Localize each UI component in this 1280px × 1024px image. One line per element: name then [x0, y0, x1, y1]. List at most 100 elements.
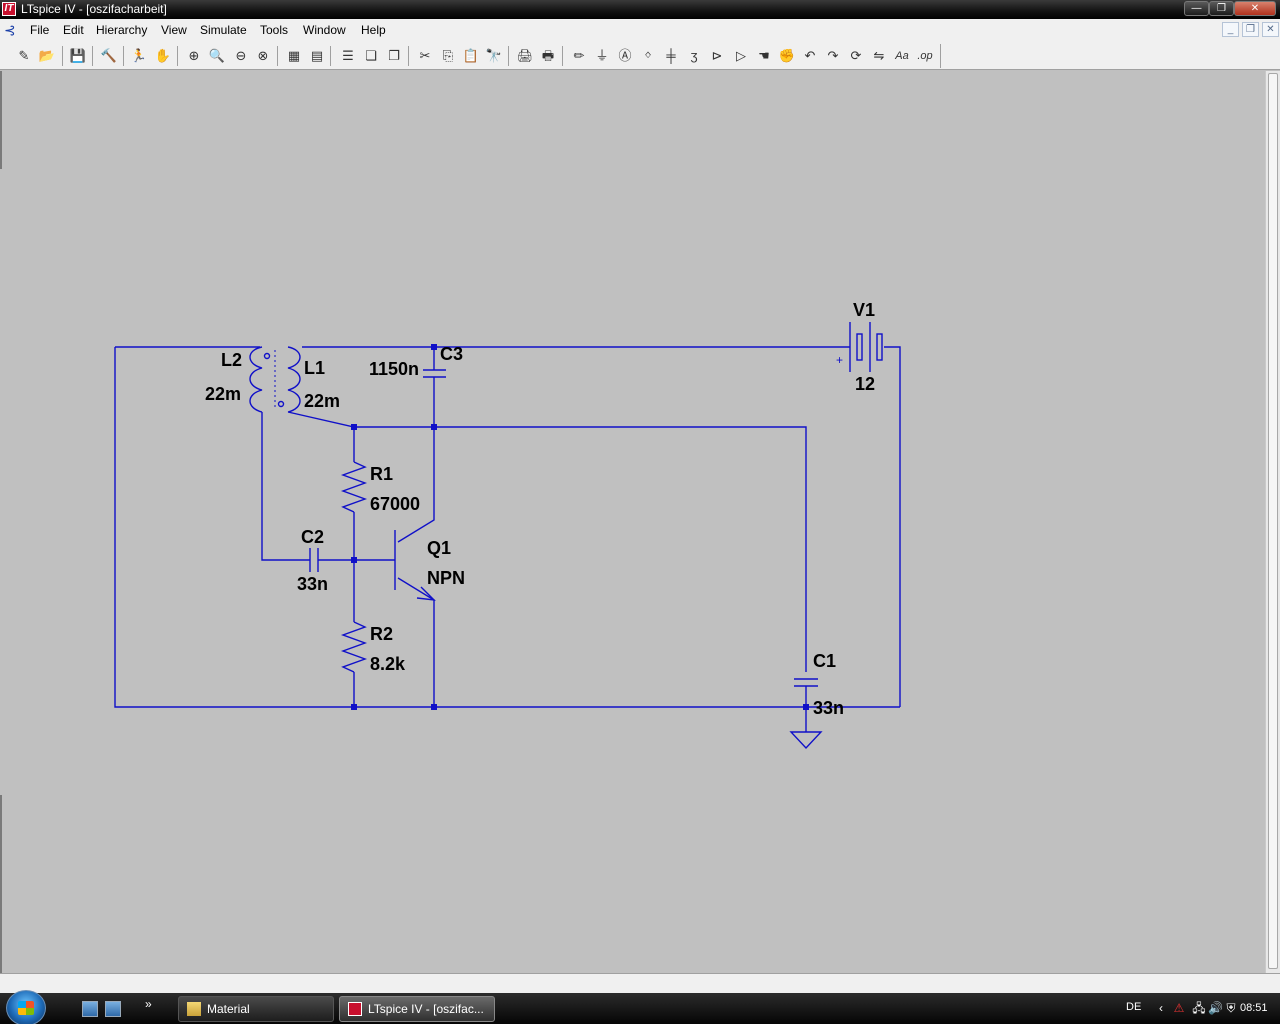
- resistor-icon[interactable]: ᛜ: [644, 48, 652, 63]
- rotate-icon[interactable]: ⟳: [850, 48, 862, 63]
- inductor-icon[interactable]: ʒ: [690, 48, 698, 63]
- menu-window[interactable]: Window: [303, 23, 346, 37]
- halt-icon[interactable]: ✋: [154, 48, 172, 63]
- zoom-cancel-icon[interactable]: ⊗: [257, 48, 269, 63]
- open-icon[interactable]: 📂: [38, 48, 56, 63]
- title-bar[interactable]: IT LTspice IV - [oszifacharbeit] — ❐ ✕: [0, 0, 1280, 19]
- r2-resistor-icon[interactable]: [340, 621, 368, 673]
- toolbar-separator: [508, 46, 509, 66]
- tray-expand-icon[interactable]: ‹: [1159, 1001, 1163, 1015]
- shield-icon[interactable]: ⛨: [1226, 1001, 1236, 1015]
- task-ltspice[interactable]: LTspice IV - [oszifac...: [339, 996, 495, 1022]
- move-icon[interactable]: ☚: [758, 48, 770, 63]
- schematic-drawing[interactable]: +: [0, 71, 1265, 973]
- canvas-edge-top: [0, 71, 2, 169]
- wire-q1-collector: [397, 427, 435, 543]
- find-icon[interactable]: 🔭: [485, 48, 503, 63]
- menu-edit[interactable]: Edit: [63, 23, 84, 37]
- print-setup-icon[interactable]: 🖨: [516, 48, 534, 63]
- label-net-icon[interactable]: Ⓐ: [618, 48, 632, 63]
- doc-restore-button[interactable]: ❐: [1242, 22, 1259, 37]
- r1-resistor-icon[interactable]: [340, 461, 368, 513]
- volume-icon[interactable]: 🔊: [1208, 1001, 1223, 1015]
- spice-directive-icon[interactable]: .op: [917, 50, 933, 62]
- component-icon[interactable]: ▷: [736, 48, 746, 63]
- q1-ref: Q1: [427, 538, 451, 558]
- task-ltspice-label: LTspice IV - [oszifac...: [368, 1002, 484, 1016]
- junction-dots: [351, 344, 809, 710]
- save-icon[interactable]: 💾: [69, 48, 87, 63]
- doc-close-button[interactable]: ✕: [1262, 22, 1279, 37]
- print-icon[interactable]: 🖶: [541, 48, 555, 63]
- menu-help[interactable]: Help: [361, 23, 386, 37]
- minimize-button[interactable]: —: [1184, 1, 1209, 16]
- zoom-out-icon[interactable]: ⊖: [235, 48, 247, 63]
- security-alert-icon[interactable]: ⚠: [1173, 1001, 1185, 1015]
- menu-simulate[interactable]: Simulate: [200, 23, 247, 37]
- switch-windows-icon[interactable]: [105, 1001, 121, 1017]
- close-button[interactable]: ✕: [1234, 1, 1276, 16]
- q1-value: NPN: [427, 568, 465, 588]
- menu-bar: ⊰ File Edit Hierarchy View Simulate Tool…: [0, 19, 1280, 41]
- schematic-doc-icon[interactable]: ⊰: [4, 22, 16, 38]
- l2-inductor-icon[interactable]: [249, 346, 271, 413]
- diode-icon[interactable]: ⊳: [711, 48, 723, 63]
- ltspice-app-icon[interactable]: IT: [2, 2, 16, 16]
- redo-icon[interactable]: ↷: [827, 48, 839, 63]
- menu-file[interactable]: File: [30, 23, 50, 37]
- zoom-in-icon[interactable]: ⊕: [188, 48, 200, 63]
- v1-battery-icon[interactable]: [849, 322, 883, 372]
- toolbar-separator: [177, 46, 178, 66]
- maximize-button[interactable]: ❐: [1209, 1, 1234, 16]
- text-icon[interactable]: Aa: [895, 50, 909, 62]
- l1-inductor-icon[interactable]: [277, 346, 301, 413]
- clock[interactable]: 08:51: [1240, 1002, 1268, 1014]
- q1-npn-transistor-icon[interactable]: [394, 530, 436, 601]
- drag-icon[interactable]: ✊: [778, 48, 796, 63]
- menu-tools[interactable]: Tools: [260, 23, 289, 37]
- r2-ref: R2: [370, 624, 393, 644]
- mirror-icon[interactable]: ⇋: [873, 48, 885, 63]
- ground-icon[interactable]: ⏚: [595, 48, 609, 63]
- autorange-icon[interactable]: ▦: [287, 48, 301, 63]
- undo-icon[interactable]: ↶: [804, 48, 816, 63]
- wire-q1-emitter: [397, 577, 435, 707]
- menu-view[interactable]: View: [161, 23, 187, 37]
- new-schematic-icon[interactable]: ✎: [18, 48, 30, 63]
- zoom-full-icon[interactable]: ▤: [310, 48, 324, 63]
- wire-bottom-rail: [114, 347, 900, 708]
- vertical-scrollbar[interactable]: [1265, 71, 1280, 973]
- capacitor-icon[interactable]: ╪: [666, 48, 676, 63]
- draw-wire-icon[interactable]: ✏: [573, 48, 585, 63]
- doc-minimize-button[interactable]: _: [1222, 22, 1239, 37]
- quicklaunch-more-icon[interactable]: »: [145, 997, 152, 1011]
- cascade-icon[interactable]: ❏: [365, 48, 377, 63]
- canvas-edge-bottom: [0, 795, 2, 973]
- c3-value: 1150n: [369, 359, 419, 379]
- menu-hierarchy[interactable]: Hierarchy: [96, 23, 148, 37]
- toolbar-separator: [408, 46, 409, 66]
- taskbar: » Material LTspice IV - [oszifac... DE ‹…: [0, 990, 1280, 1024]
- show-desktop-icon[interactable]: [82, 1001, 98, 1017]
- c2-capacitor-icon[interactable]: [309, 548, 319, 572]
- start-button[interactable]: [6, 990, 46, 1024]
- schematic-canvas[interactable]: +: [0, 71, 1265, 973]
- copy-icon[interactable]: ⎘: [442, 48, 454, 63]
- language-indicator[interactable]: DE: [1126, 1001, 1142, 1013]
- scrollbar-thumb[interactable]: [1268, 73, 1278, 969]
- toolbar-separator: [562, 46, 563, 66]
- network-icon[interactable]: 🖧: [1192, 1001, 1206, 1015]
- run-icon[interactable]: 🏃: [130, 48, 148, 63]
- ground-icon[interactable]: [789, 731, 823, 750]
- control-panel-icon[interactable]: 🔨: [100, 48, 118, 63]
- zoom-rubber-icon[interactable]: 🔍: [208, 48, 226, 63]
- paste-icon[interactable]: 📋: [462, 48, 480, 63]
- cut-icon[interactable]: ✂: [419, 48, 431, 63]
- window-title: LTspice IV - [oszifacharbeit]: [21, 2, 167, 16]
- c3-capacitor-icon[interactable]: [423, 369, 446, 378]
- r2-value: 8.2k: [370, 654, 406, 674]
- tile-horizontal-icon[interactable]: ☰: [342, 48, 354, 63]
- task-material[interactable]: Material: [178, 996, 334, 1022]
- c1-capacitor-icon[interactable]: [794, 678, 818, 687]
- tile-vertical-icon[interactable]: ❐: [388, 48, 400, 63]
